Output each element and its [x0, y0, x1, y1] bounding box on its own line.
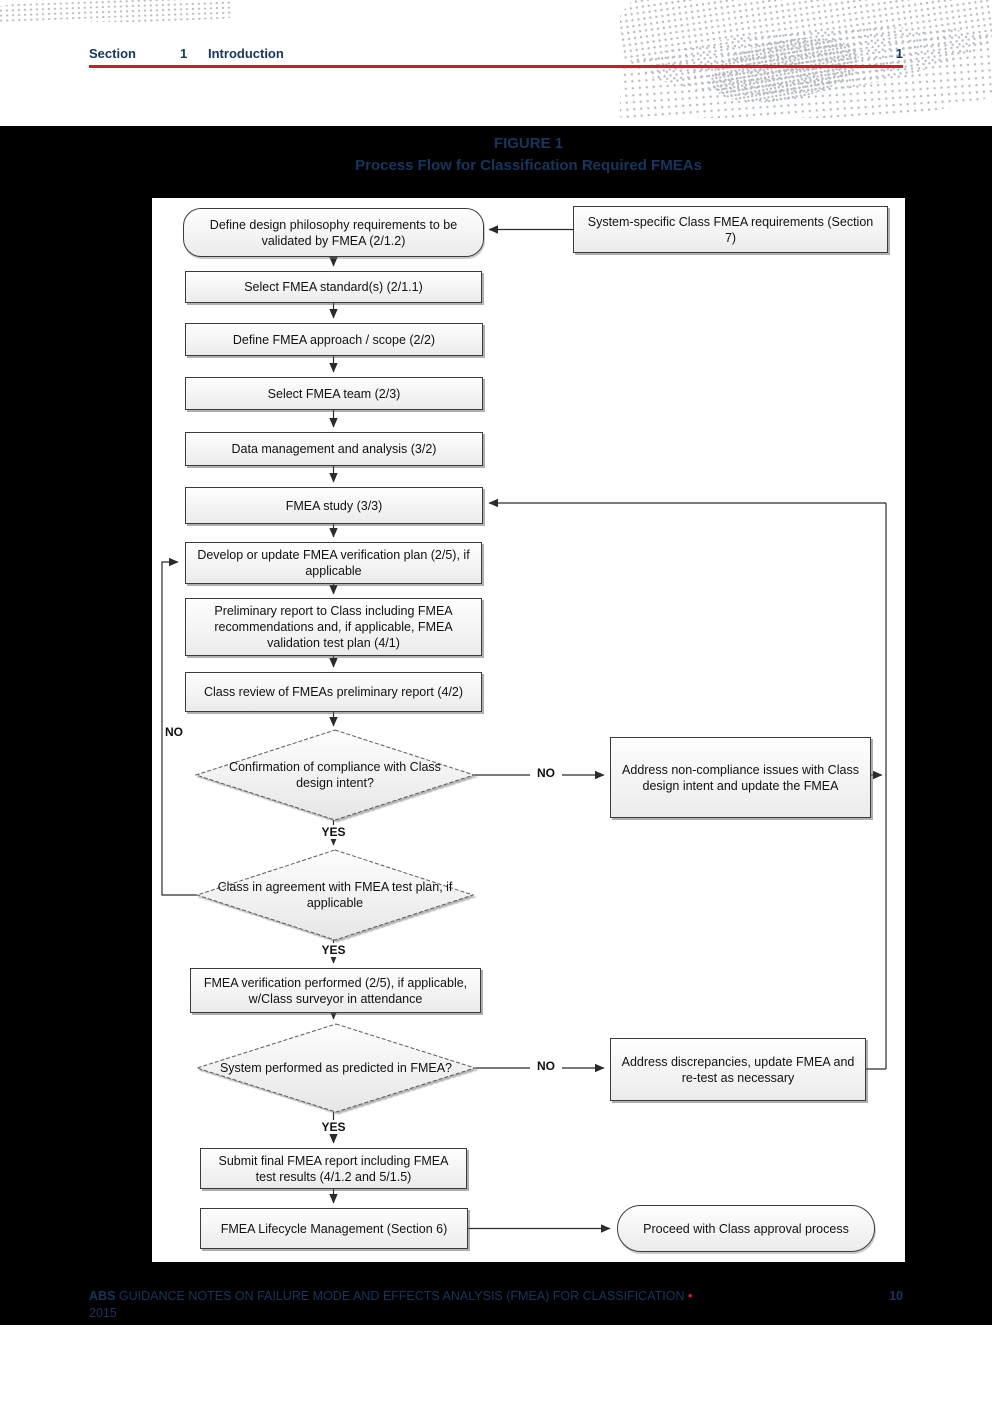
node-data-management: Data management and analysis (3/2) [185, 432, 483, 466]
node-address-noncompliance: Address non-compliance issues with Class… [610, 737, 871, 818]
yes-label-agreement: YES [316, 943, 351, 957]
node-fmea-study: FMEA study (3/3) [185, 487, 483, 524]
page-footer: ABS GUIDANCE NOTES ON FAILURE MODE AND E… [89, 1288, 903, 1322]
node-define-philosophy: Define design philosophy requirements to… [183, 208, 484, 257]
node-select-standard: Select FMEA standard(s) (2/1.1) [185, 271, 482, 303]
section-number: 1 [180, 46, 188, 61]
footer-bullet: • [687, 1289, 693, 1303]
figure-label: FIGURE 1 [493, 135, 564, 152]
node-system-specific: System-specific Class FMEA requirements … [573, 206, 888, 253]
no-label-compliance: NO [530, 766, 562, 780]
stipple-band [0, 0, 232, 22]
node-lifecycle: FMEA Lifecycle Management (Section 6) [200, 1208, 468, 1249]
flowchart-panel: Define design philosophy requirements to… [152, 198, 905, 1262]
footer-brand: ABS [89, 1289, 116, 1303]
page-header: Section 1 Introduction 1 [89, 46, 903, 64]
node-class-review: Class review of FMEAs preliminary report… [185, 672, 482, 712]
decision-performed-shape [195, 1023, 477, 1113]
footer-title: GUIDANCE NOTES ON FAILURE MODE AND EFFEC… [118, 1289, 685, 1303]
node-preliminary-report: Preliminary report to Class including FM… [185, 598, 482, 656]
stipple-band [705, 27, 865, 113]
node-define-approach: Define FMEA approach / scope (2/2) [185, 323, 483, 356]
decision-compliance-text: Confirmation of compliance with Class de… [229, 759, 441, 790]
decision-performed-text: System performed as predicted in FMEA? [219, 1060, 453, 1075]
footer-text: ABS GUIDANCE NOTES ON FAILURE MODE AND E… [89, 1288, 813, 1322]
footer-year: 2015 [89, 1306, 117, 1320]
node-develop-plan: Develop or update FMEA verification plan… [185, 542, 482, 584]
yes-label-compliance: YES [316, 825, 351, 839]
decision-agreement-text: Class in agreement with FMEA test plan, … [217, 879, 453, 910]
node-proceed: Proceed with Class approval process [617, 1205, 875, 1252]
figure-title: FIGURE 1 Process Flow for Classification… [152, 133, 905, 177]
decision-compliance-shape [194, 729, 476, 821]
no-label-performed: NO [530, 1059, 562, 1073]
node-select-team: Select FMEA team (2/3) [185, 377, 483, 410]
section-title: Introduction [208, 46, 284, 61]
footer-page-number: 10 [889, 1289, 903, 1303]
yes-label-performed: YES [316, 1120, 351, 1134]
no-label-agreement: NO [165, 725, 183, 739]
node-address-discrepancies: Address discrepancies, update FMEA and r… [610, 1038, 866, 1101]
section-label: Section [89, 46, 136, 61]
header-rule [89, 65, 903, 68]
decision-agreement-shape [195, 849, 475, 941]
flowchart-connectors [161, 225, 887, 1233]
figure-band: FIGURE 1 Process Flow for Classification… [0, 126, 992, 1325]
header-page-number: 1 [895, 46, 903, 61]
figure-caption: Process Flow for Classification Required… [355, 157, 702, 174]
stipple-decoration-top-left [0, 0, 232, 22]
node-submit-final: Submit final FMEA report including FMEA … [200, 1148, 467, 1189]
node-fmea-verification: FMEA verification performed (2/5), if ap… [190, 968, 481, 1013]
